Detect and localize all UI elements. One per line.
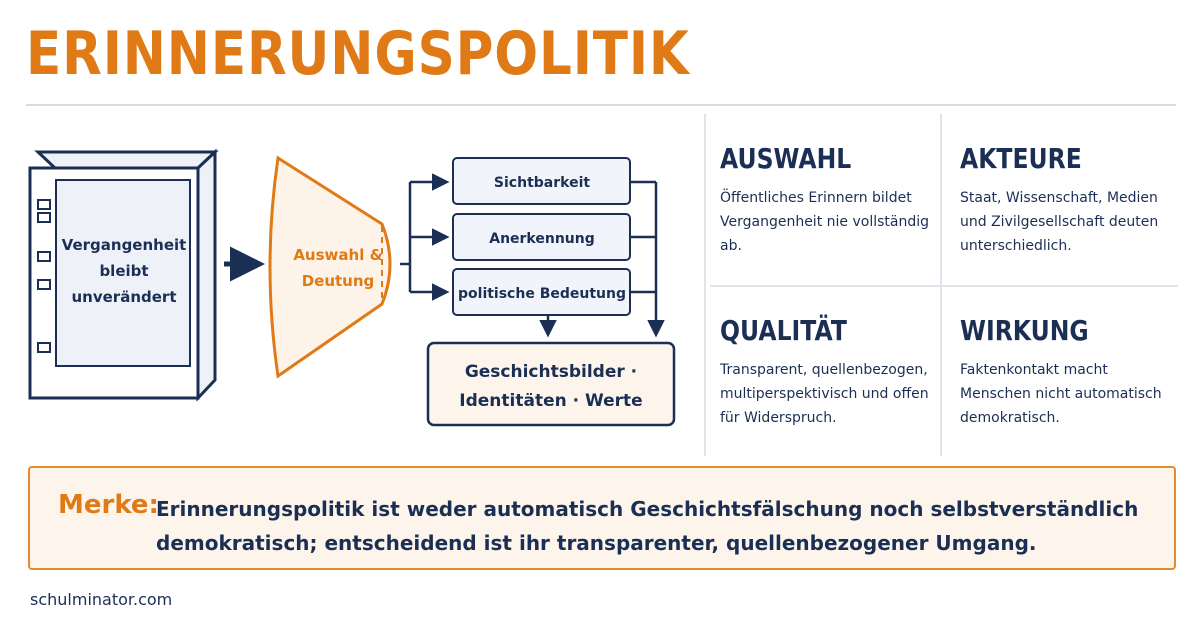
cell-text: Transparent, quellenbezogen, multiperspe… [720,362,929,426]
grid-divider-left [704,114,706,456]
output-label-3: politische Bedeutung [458,286,626,302]
cell-heading: WIRKUNG [960,314,1089,347]
cell-heading: AKTEURE [960,142,1082,175]
archive-book-icon [28,148,219,402]
output-label-2: Anerkennung [489,231,595,247]
result-label-line1: Geschichtsbilder · [465,362,637,382]
cell-heading: QUALITÄT [720,314,847,347]
footer-link[interactable]: schulminator.com [30,590,173,609]
output-label-1: Sichtbarkeit [494,175,590,191]
merke-box: Merke: Erinnerungspolitik ist weder auto… [28,466,1176,570]
result-label-line2: Identitäten · Werte [459,391,642,411]
cell-wirkung: WIRKUNG Faktenkontakt macht Menschen nic… [960,314,1190,430]
cell-text: Staat, Wissenschaft, Medien und Zivilges… [960,190,1159,254]
source-label-line3: unverändert [72,288,177,306]
title-divider [26,104,1176,106]
merke-text: Erinnerungspolitik ist weder automatisch… [156,497,1139,555]
filter-label-line1: Auswahl & [293,246,382,264]
source-label-line2: bleibt [99,262,148,280]
cell-text: Faktenkontakt macht Menschen nicht autom… [960,362,1162,426]
source-label-line1: Vergangenheit [62,236,187,254]
cell-qualitaet: QUALITÄT Transparent, quellenbezogen, mu… [720,314,950,430]
result-box [426,341,676,427]
grid-divider-horizontal [710,285,1178,287]
cell-heading: AUSWAHL [720,142,852,175]
page-title: ERINNERUNGSPOLITIK [26,19,690,89]
filter-label-line2: Deutung [302,272,375,290]
cell-akteure: AKTEURE Staat, Wissenschaft, Medien und … [960,142,1190,258]
merke-label: Merke: [58,490,159,520]
funnel-icon [268,155,392,379]
memory-process-diagram: Vergangenheit bleibt unverändert Auswahl… [28,148,676,427]
cell-auswahl: AUSWAHL Öffentliches Erinnern bildet Ver… [720,142,950,258]
cell-text: Öffentliches Erinnern bildet Vergangenhe… [720,190,929,254]
